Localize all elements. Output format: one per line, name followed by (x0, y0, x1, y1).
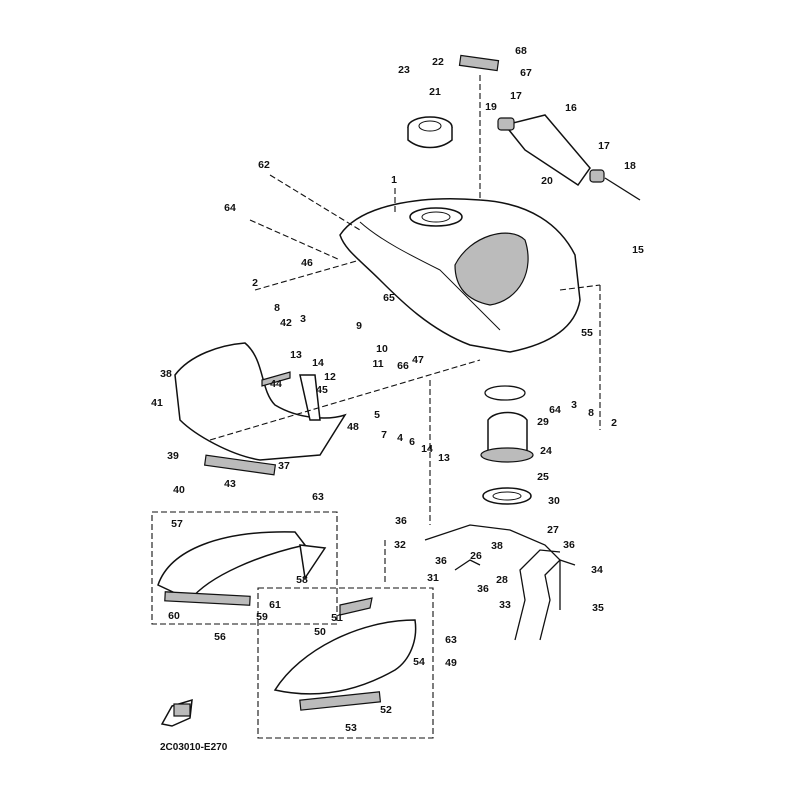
callout-label: 45 (316, 384, 328, 396)
callout-label: 5 (374, 409, 380, 421)
callout-label: 37 (278, 460, 290, 472)
callout-label: 12 (324, 371, 336, 383)
callout-label: 16 (565, 102, 577, 114)
callout-label: 25 (537, 471, 549, 483)
callout-label: 4 (397, 432, 403, 444)
callout-label: 38 (160, 368, 172, 380)
callout-label: 63 (312, 491, 324, 503)
callout-label: 23 (398, 64, 410, 76)
callout-label: 51 (331, 612, 343, 624)
parts-group-56 (151, 511, 338, 625)
callout-label: 68 (515, 45, 527, 57)
callout-label: 9 (356, 320, 362, 332)
callout-label: 28 (496, 574, 508, 586)
callout-label: 29 (537, 416, 549, 428)
callout-label: 50 (314, 626, 326, 638)
callout-label: 54 (413, 656, 425, 668)
callout-label: 53 (345, 722, 357, 734)
callout-label: 2 (611, 417, 617, 429)
callout-label: 32 (394, 539, 406, 551)
callout-label: 62 (258, 159, 270, 171)
callout-label: 21 (429, 86, 441, 98)
callout-label: 38 (491, 540, 503, 552)
fuel-hoses (424, 524, 576, 641)
callout-label: 6 (409, 436, 415, 448)
guide-lines (209, 75, 601, 585)
callout-label: 60 (168, 610, 180, 622)
callout-label: 52 (380, 704, 392, 716)
callout-label: 33 (499, 599, 511, 611)
callout-label: 64 (549, 404, 561, 416)
callout-label: 61 (269, 599, 281, 611)
callout-label: 40 (173, 484, 185, 496)
callout-label: 10 (376, 343, 388, 355)
callout-label: 39 (167, 450, 179, 462)
callout-label: 14 (421, 443, 433, 455)
callout-label: 14 (312, 357, 324, 369)
forward-arrow-logo (160, 698, 193, 727)
callout-label: 27 (547, 524, 559, 536)
callout-label: 30 (548, 495, 560, 507)
fuel-pump (480, 385, 534, 505)
callout-label: 36 (477, 583, 489, 595)
callout-label: 36 (395, 515, 407, 527)
diagram-code: 2C03010-E270 (160, 742, 228, 753)
callout-label: 2 (252, 277, 258, 289)
callout-label: 13 (290, 349, 302, 361)
callout-label: 22 (432, 56, 444, 68)
callout-label: 34 (591, 564, 603, 576)
callout-label: 11 (372, 358, 383, 370)
callout-label: 42 (280, 317, 292, 329)
callout-label: 13 (438, 452, 450, 464)
callout-label: 49 (445, 657, 457, 669)
callout-label: 36 (563, 539, 575, 551)
callout-label: 64 (224, 202, 236, 214)
callout-label: 58 (296, 574, 308, 586)
callout-label: 41 (151, 397, 163, 409)
fuel-tank (339, 198, 581, 353)
fuel-cap (407, 116, 453, 149)
callout-label: 18 (624, 160, 636, 172)
callout-label: 56 (214, 631, 226, 643)
callout-label: 8 (274, 302, 280, 314)
callout-label: 35 (592, 602, 604, 614)
parts-group-49 (257, 587, 434, 739)
callout-label: 48 (347, 421, 359, 433)
callout-label: 20 (541, 175, 553, 187)
callout-label: 59 (256, 611, 268, 623)
canister (497, 114, 641, 201)
callout-label: 26 (470, 550, 482, 562)
label-plate (458, 54, 500, 72)
callout-label: 17 (510, 90, 522, 102)
callout-label: 17 (598, 140, 610, 152)
callout-label: 8 (588, 407, 594, 419)
callout-label: 55 (581, 327, 593, 339)
callout-label: 19 (485, 101, 497, 113)
callout-label: 31 (427, 572, 439, 584)
callout-label: 65 (383, 292, 395, 304)
callout-label: 15 (632, 244, 644, 256)
callout-label: 36 (435, 555, 447, 567)
callout-label: 44 (270, 378, 282, 390)
callout-label: 46 (301, 257, 313, 269)
callout-label: 57 (171, 518, 183, 530)
callout-label: 43 (224, 478, 236, 490)
callout-label: 7 (381, 429, 387, 441)
callout-label: 63 (445, 634, 457, 646)
callout-label: 67 (520, 67, 532, 79)
callout-label: 3 (300, 313, 306, 325)
callout-label: 66 (397, 360, 409, 372)
callout-label: 24 (540, 445, 552, 457)
callout-label: 1 (391, 174, 397, 186)
callout-label: 3 (571, 399, 577, 411)
callout-label: 47 (412, 354, 424, 366)
